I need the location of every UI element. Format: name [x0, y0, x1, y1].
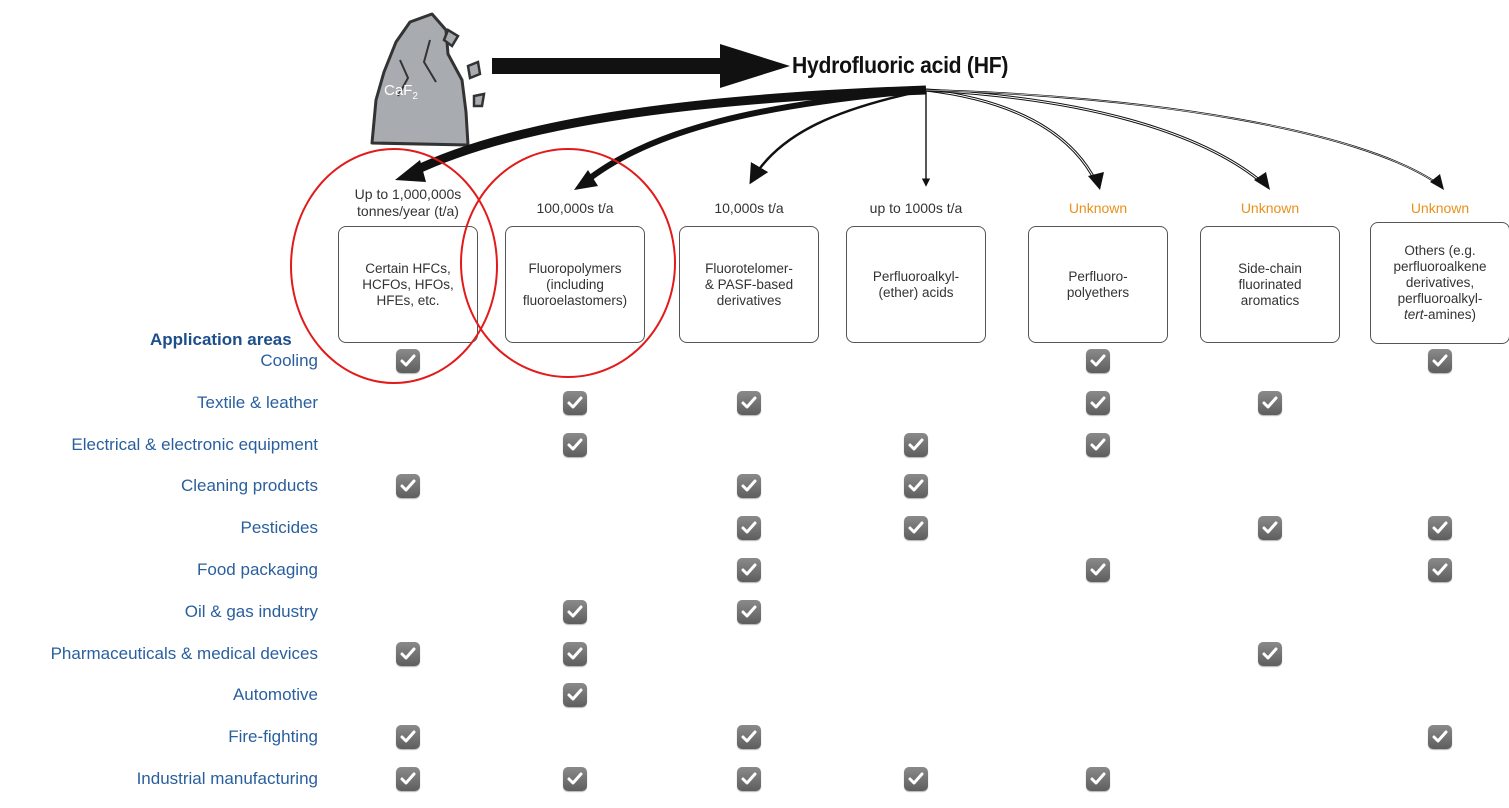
- checkmark-icon: [904, 432, 928, 457]
- checkmark-icon: [563, 767, 587, 791]
- checkmark-icon: [396, 474, 420, 499]
- checkmark-icon: [563, 641, 587, 666]
- checkmark-icon: [1428, 558, 1452, 582]
- checkmark-icon: [1258, 641, 1282, 666]
- application-areas-title: Application areas: [150, 330, 292, 349]
- checkmark-icon: [563, 683, 587, 708]
- checkmark-icon: [737, 599, 761, 624]
- volume-label-4: up to 1000s t/a: [836, 200, 996, 217]
- category-name-line: aromatics: [1240, 292, 1300, 308]
- category-name-line: Perfluoroalkyl-: [872, 268, 960, 284]
- volume-label-7: Unknown: [1360, 200, 1509, 217]
- application-label: Oil & gas industry: [184, 601, 318, 621]
- checkmark-icon: [1086, 767, 1110, 791]
- category-name-line: Side-chain: [1238, 260, 1302, 276]
- application-label: Pesticides: [240, 518, 318, 538]
- checkmark-icon: [563, 432, 587, 457]
- category-name-line: & PASF-based: [704, 276, 794, 292]
- category-name-line: tert-amines): [1403, 307, 1476, 322]
- checkmark-icon: [396, 767, 420, 791]
- hf-title: Hydrofluoric acid (HF): [792, 52, 1009, 78]
- checkmark-icon: [1258, 516, 1282, 541]
- checkmark-icon: [1086, 390, 1110, 415]
- checkmark-icon: [1086, 349, 1110, 373]
- caf2-rock-icon: [370, 12, 486, 147]
- application-label: Automotive: [232, 685, 318, 705]
- checkmark-icon: [1428, 725, 1452, 750]
- main-arrow: [492, 44, 790, 88]
- category-name-line: derivatives: [716, 292, 782, 308]
- application-label: Textile & leather: [197, 392, 318, 412]
- checkmark-icon: [1428, 516, 1452, 541]
- application-label: Industrial manufacturing: [136, 769, 318, 788]
- category-name-line: perfluoroalkyl-: [1397, 291, 1483, 306]
- checkmark-icon: [396, 725, 420, 750]
- category-name-line: fluorinated: [1238, 276, 1302, 292]
- checkmark-icon: [1086, 432, 1110, 457]
- category-name-line: perfluoroalkene: [1393, 259, 1487, 274]
- checkmark-icon: [904, 474, 928, 499]
- checkmark-icon: [1428, 349, 1452, 373]
- checkmark-icon: [737, 558, 761, 582]
- volume-label-3: 10,000s t/a: [669, 200, 829, 217]
- checkmark-icon: [737, 725, 761, 750]
- checkmark-icon: [1086, 558, 1110, 582]
- checkmark-icon: [904, 767, 928, 791]
- application-label: Food packaging: [197, 560, 318, 579]
- application-label: Fire-fighting: [228, 727, 318, 747]
- volume-line: 10,000s t/a: [714, 200, 784, 216]
- volume-line: Unknown: [1068, 200, 1128, 216]
- checkmark-icon: [1258, 390, 1282, 415]
- volume-line: up to 1000s t/a: [869, 200, 963, 216]
- highlight-circle-2: [460, 148, 676, 378]
- application-label: Cooling: [260, 351, 318, 370]
- category-name-line: derivatives,: [1405, 275, 1475, 290]
- volume-label-5: Unknown: [1018, 200, 1178, 217]
- volume-line: Unknown: [1240, 200, 1300, 216]
- category-box-4: Perfluoroalkyl-(ether) acids: [846, 226, 986, 343]
- category-name-line: (ether) acids: [878, 284, 954, 300]
- category-box-5: Perfluoro-polyethers: [1028, 226, 1168, 343]
- checkmark-icon: [737, 390, 761, 415]
- category-name-line: Fluorotelomer-: [705, 260, 793, 276]
- application-label: Cleaning products: [180, 476, 318, 496]
- checkmark-icon: [563, 390, 587, 415]
- checkmark-icon: [563, 599, 587, 624]
- category-name-line: Perfluoro-: [1068, 268, 1128, 284]
- volume-label-6: Unknown: [1190, 200, 1350, 217]
- caf2-label: CaF2: [384, 82, 418, 102]
- application-label: Pharmaceuticals & medical devices: [50, 643, 318, 663]
- category-name-line: Others (e.g.: [1404, 243, 1476, 258]
- application-label: Electrical & electronic equipment: [71, 434, 318, 454]
- checkmark-icon: [737, 474, 761, 499]
- checkmark-icon: [396, 641, 420, 666]
- checkmark-icon: [904, 516, 928, 541]
- checkmark-icon: [737, 516, 761, 541]
- checkmark-icon: [737, 767, 761, 791]
- volume-line: Unknown: [1410, 200, 1470, 216]
- category-name-line: polyethers: [1066, 284, 1130, 300]
